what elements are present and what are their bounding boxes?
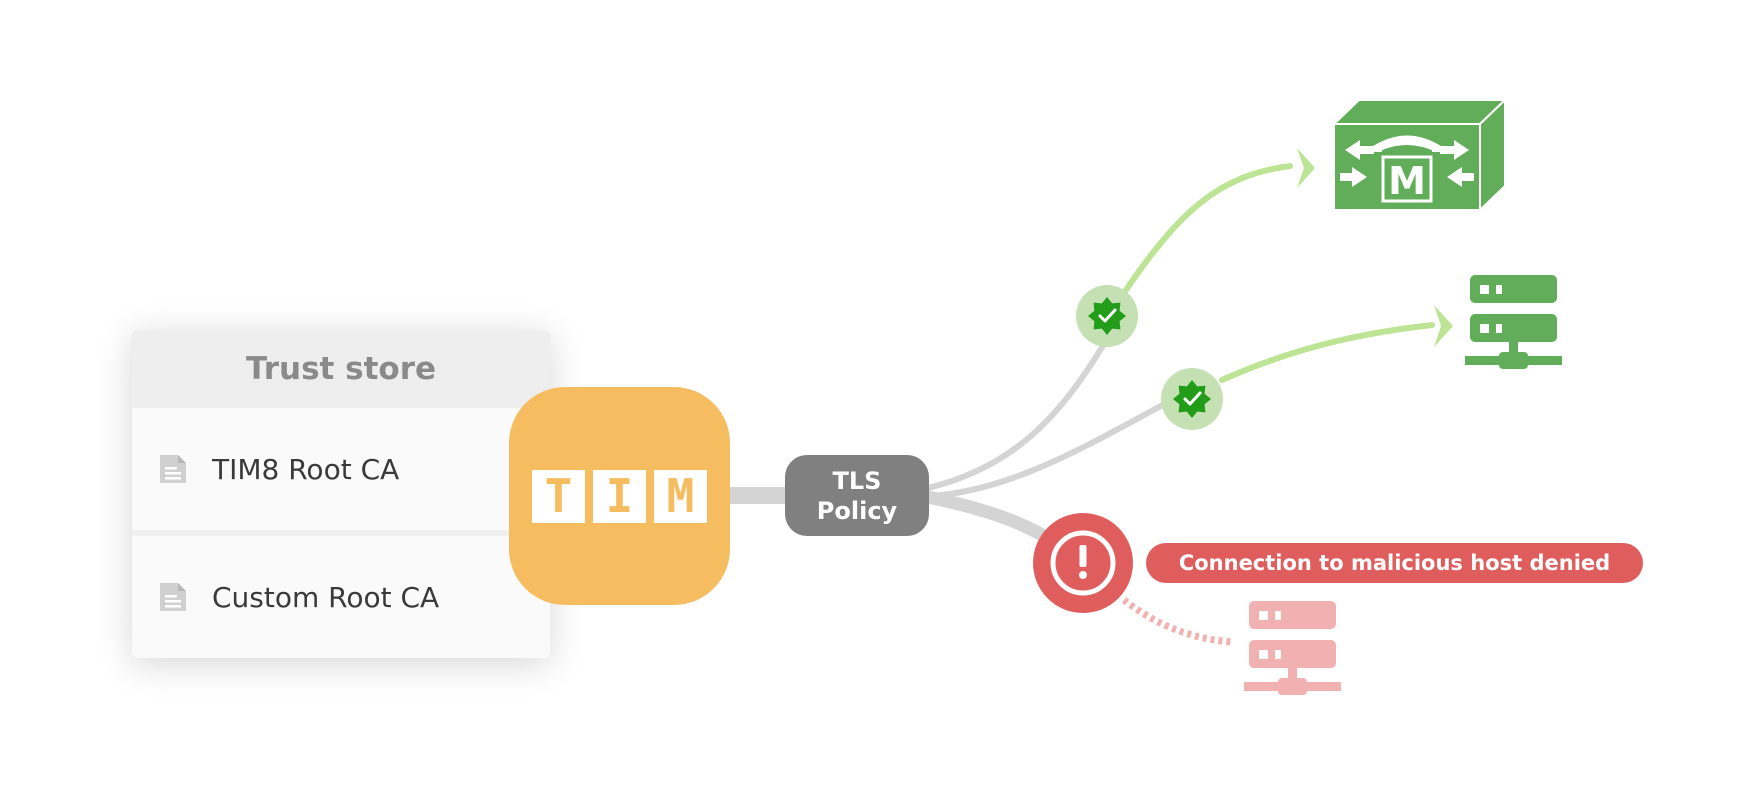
tim-logo: T I M <box>509 387 730 605</box>
trust-store-item-label: TIM8 Root CA <box>212 452 400 486</box>
path-to-switch-grey <box>925 334 1111 491</box>
mitel-switch-icon: M <box>1331 97 1508 213</box>
document-icon <box>160 583 186 611</box>
tls-policy-line2: Policy <box>816 496 898 525</box>
arrow-to-server <box>1434 305 1453 347</box>
server-icon <box>1465 275 1562 369</box>
trust-store-divider <box>132 530 550 536</box>
logo-letter: I <box>593 469 646 523</box>
trust-store-item: Custom Root CA <box>132 536 550 658</box>
arrow-to-switch <box>1297 148 1315 188</box>
denied-message: Connection to malicious host denied <box>1146 543 1643 583</box>
alert-icon <box>1033 513 1133 613</box>
tls-policy-node: TLS Policy <box>785 455 929 536</box>
trust-store-item-label: Custom Root CA <box>212 580 440 614</box>
path-to-switch-green <box>1121 163 1293 296</box>
tls-policy-line1: TLS <box>832 466 882 495</box>
path-to-server-green <box>1219 322 1435 383</box>
logo-letter: T <box>532 469 585 523</box>
verified-check-icon <box>1161 368 1223 430</box>
logo-to-policy-connector <box>728 487 788 504</box>
malicious-server-icon <box>1244 601 1341 695</box>
svg-text:M: M <box>1388 159 1426 203</box>
verified-check-icon <box>1076 285 1138 347</box>
trust-store-item: TIM8 Root CA <box>132 408 550 530</box>
path-to-malicious-host <box>1121 597 1233 646</box>
path-to-server-grey <box>929 399 1171 499</box>
trust-store-title: Trust store <box>132 330 550 408</box>
trust-store-card: Trust store TIM8 Root CA Custom Root CA <box>132 330 550 658</box>
logo-letter: M <box>654 469 707 523</box>
document-icon <box>160 455 186 483</box>
